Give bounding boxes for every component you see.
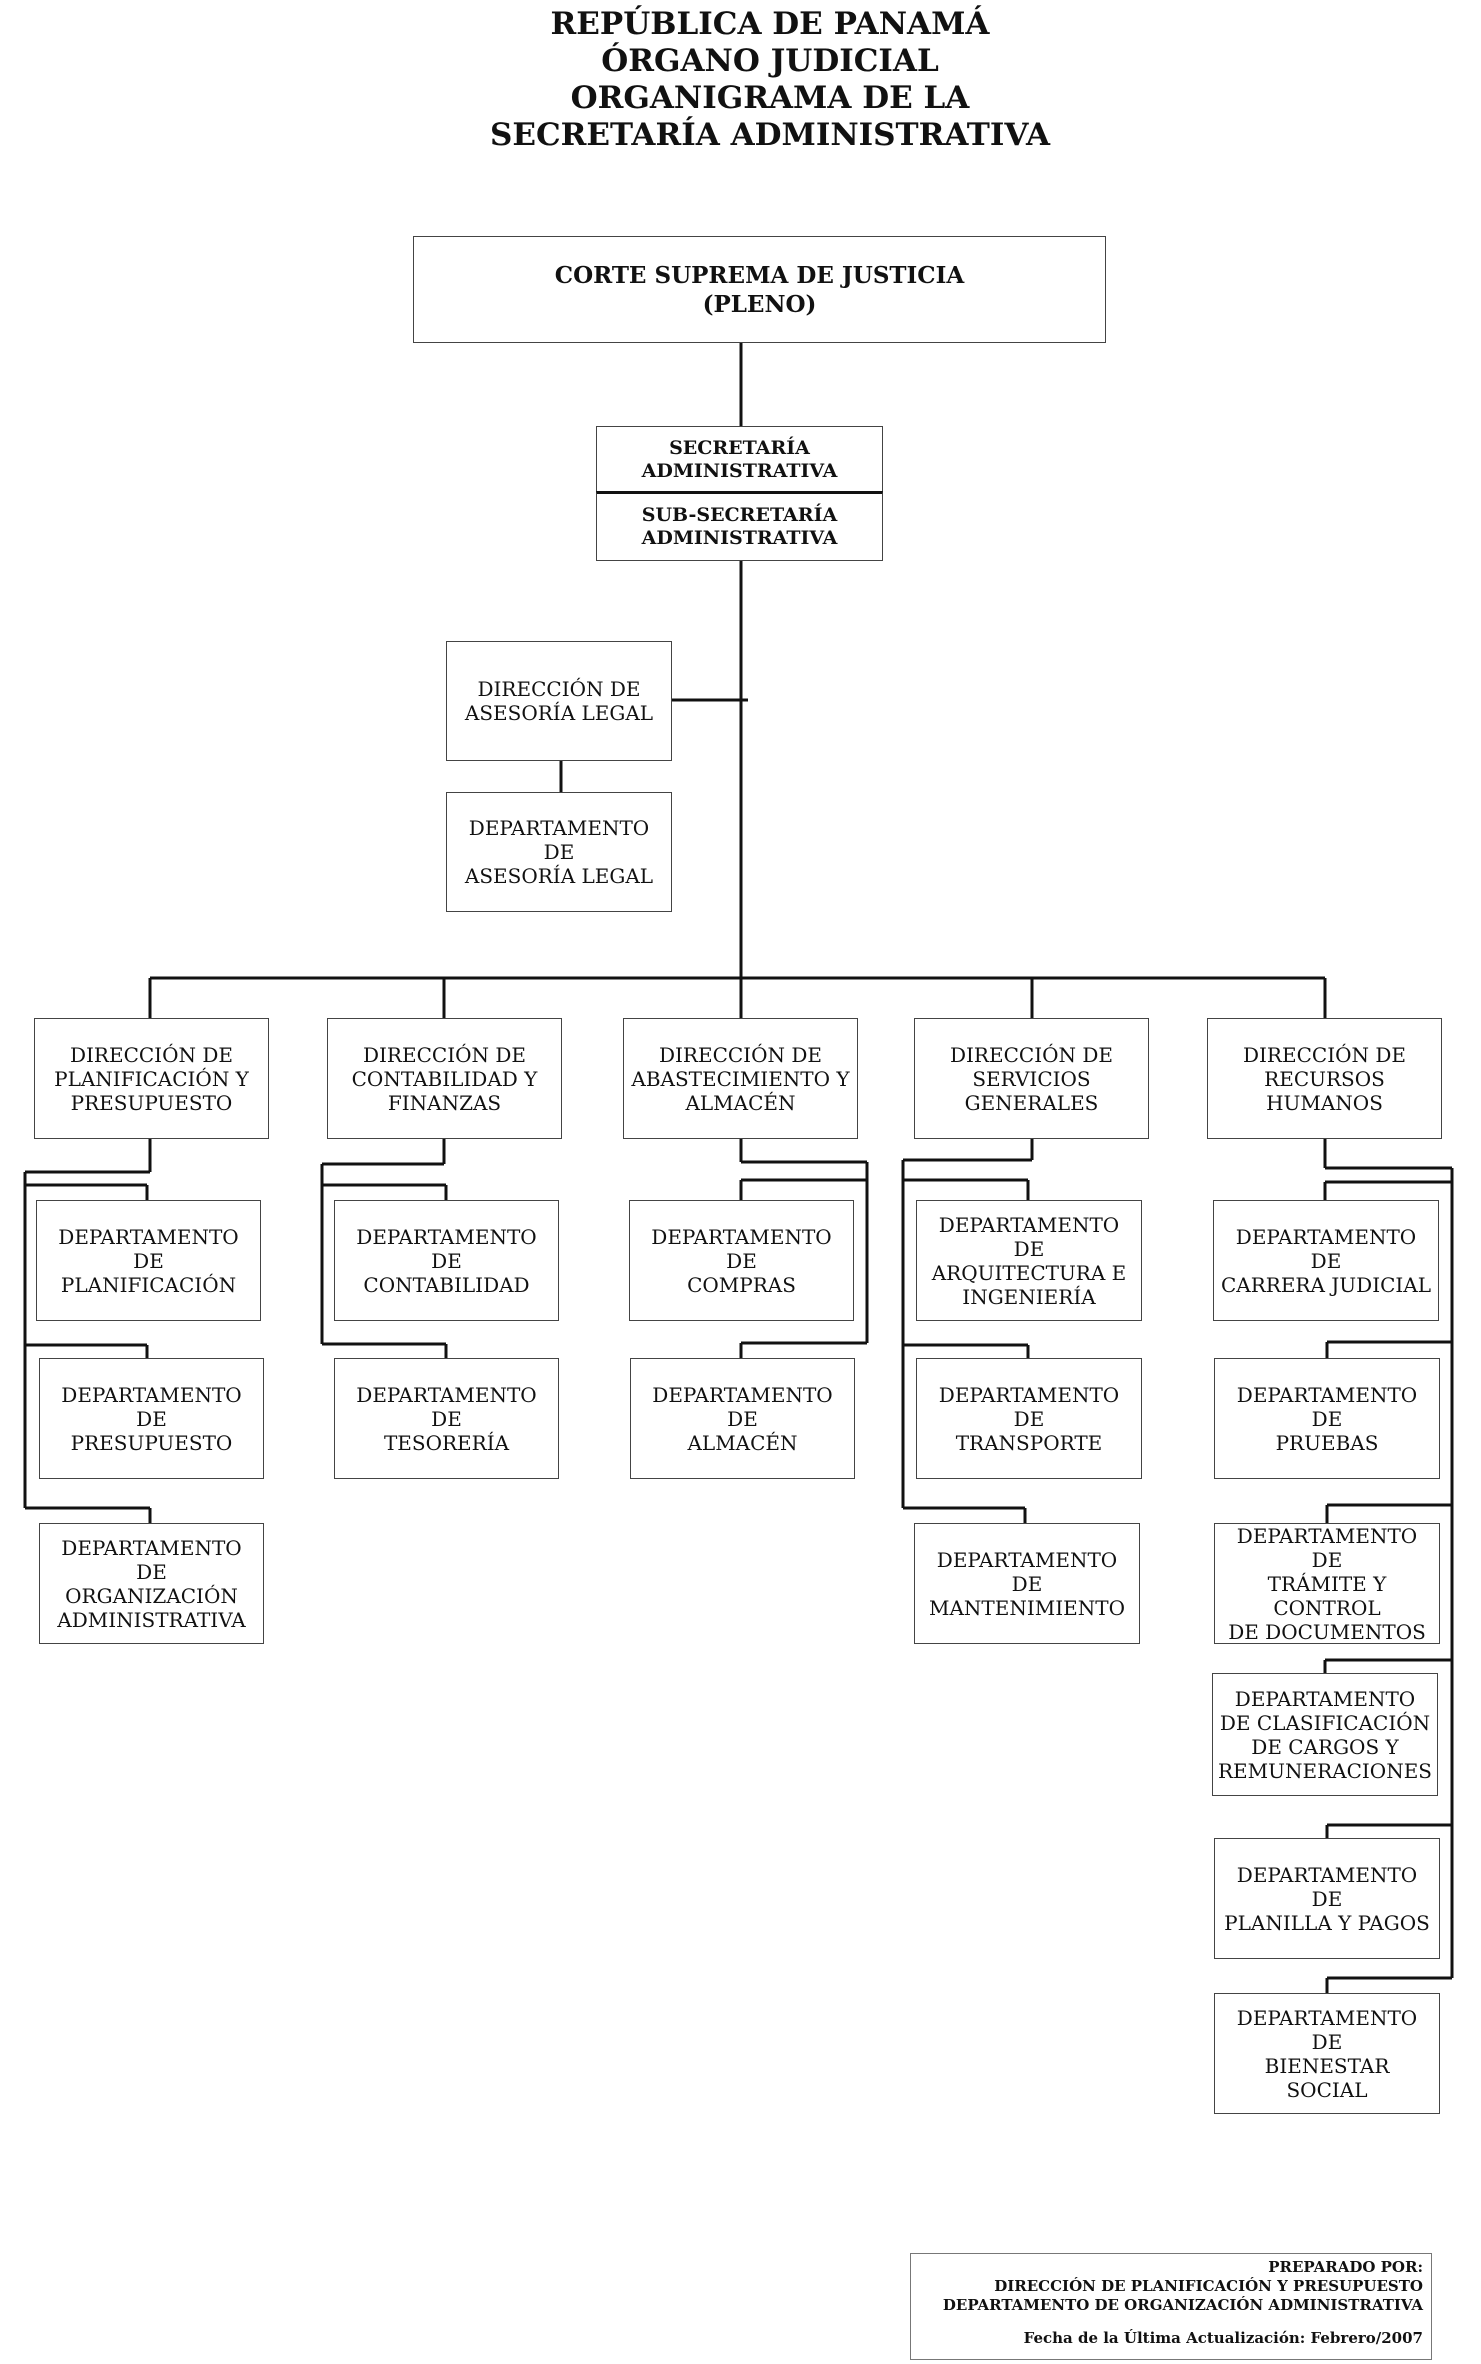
departamento-almacen-label: DEPARTAMENTO DE ALMACÉN bbox=[652, 1382, 833, 1455]
departamento-presupuesto-box: DEPARTAMENTO DE PRESUPUESTO bbox=[39, 1358, 264, 1479]
title-line-1: REPÚBLICA DE PANAMÁ bbox=[550, 6, 990, 42]
direccion-asesoria-legal-box: DIRECCIÓN DE ASESORÍA LEGAL bbox=[446, 641, 672, 761]
direccion-asesoria-legal-label: DIRECCIÓN DE ASESORÍA LEGAL bbox=[464, 677, 654, 725]
departamento-transporte-label: DEPARTAMENTO DE TRANSPORTE bbox=[938, 1382, 1120, 1455]
departamento-tramite-label: DEPARTAMENTO DE TRÁMITE Y CONTROL DE DOC… bbox=[1228, 1523, 1426, 1644]
corte-suprema-label: CORTE SUPREMA DE JUSTICIA (PLENO) bbox=[554, 261, 965, 318]
departamento-organizacion-label: DEPARTAMENTO DE ORGANIZACIÓN ADMINISTRAT… bbox=[57, 1535, 246, 1632]
departamento-planificacion-label: DEPARTAMENTO DE PLANIFICACIÓN bbox=[58, 1224, 239, 1297]
direccion-planificacion-box: DIRECCIÓN DE PLANIFICACIÓN Y PRESUPUESTO bbox=[34, 1018, 269, 1139]
secretaria-box: SECRETARÍA ADMINISTRATIVA bbox=[596, 426, 883, 493]
departamento-tramite-box: DEPARTAMENTO DE TRÁMITE Y CONTROL DE DOC… bbox=[1214, 1523, 1440, 1644]
departamento-mantenimiento-label: DEPARTAMENTO DE MANTENIMIENTO bbox=[929, 1547, 1125, 1620]
title-line-4: SECRETARÍA ADMINISTRATIVA bbox=[489, 117, 1051, 153]
departamento-contabilidad-label: DEPARTAMENTO DE CONTABILIDAD bbox=[356, 1224, 537, 1297]
subsecretaria-box: SUB-SECRETARÍA ADMINISTRATIVA bbox=[596, 491, 883, 561]
departamento-asesoria-legal-label: DEPARTAMENTO DE ASESORÍA LEGAL bbox=[464, 816, 654, 888]
departamento-organizacion-box: DEPARTAMENTO DE ORGANIZACIÓN ADMINISTRAT… bbox=[39, 1523, 264, 1644]
departamento-arquitectura-label: DEPARTAMENTO DE ARQUITECTURA E INGENIERÍ… bbox=[931, 1212, 1127, 1309]
departamento-compras-label: DEPARTAMENTO DE COMPRAS bbox=[651, 1224, 832, 1297]
direccion-contabilidad-label: DIRECCIÓN DE CONTABILIDAD Y FINANZAS bbox=[351, 1042, 538, 1115]
direccion-abastecimiento-box: DIRECCIÓN DE ABASTECIMIENTO Y ALMACÉN bbox=[623, 1018, 858, 1139]
prepared-by-heading: PREPARADO POR: bbox=[1268, 2258, 1423, 2276]
direccion-abastecimiento-label: DIRECCIÓN DE ABASTECIMIENTO Y ALMACÉN bbox=[631, 1042, 850, 1115]
departamento-pruebas-label: DEPARTAMENTO DE PRUEBAS bbox=[1236, 1382, 1418, 1455]
departamento-transporte-box: DEPARTAMENTO DE TRANSPORTE bbox=[916, 1358, 1142, 1479]
direccion-contabilidad-box: DIRECCIÓN DE CONTABILIDAD Y FINANZAS bbox=[327, 1018, 562, 1139]
departamento-tesoreria-label: DEPARTAMENTO DE TESORERÍA bbox=[356, 1382, 537, 1455]
departamento-bienestar-label: DEPARTAMENTO DE BIENESTAR SOCIAL bbox=[1236, 2005, 1418, 2102]
direccion-planificacion-label: DIRECCIÓN DE PLANIFICACIÓN Y PRESUPUESTO bbox=[54, 1042, 249, 1115]
secretaria-label: SECRETARÍA ADMINISTRATIVA bbox=[641, 437, 838, 482]
direccion-recursos-humanos-box: DIRECCIÓN DE RECURSOS HUMANOS bbox=[1207, 1018, 1442, 1139]
departamento-planificacion-box: DEPARTAMENTO DE PLANIFICACIÓN bbox=[36, 1200, 261, 1321]
departamento-carrera-judicial-box: DEPARTAMENTO DE CARRERA JUDICIAL bbox=[1213, 1200, 1439, 1321]
prepared-by-line-2: DEPARTAMENTO DE ORGANIZACIÓN ADMINISTRAT… bbox=[942, 2296, 1423, 2314]
departamento-presupuesto-label: DEPARTAMENTO DE PRESUPUESTO bbox=[61, 1382, 242, 1455]
departamento-pruebas-box: DEPARTAMENTO DE PRUEBAS bbox=[1214, 1358, 1440, 1479]
departamento-compras-box: DEPARTAMENTO DE COMPRAS bbox=[629, 1200, 854, 1321]
corte-suprema-box: CORTE SUPREMA DE JUSTICIA (PLENO) bbox=[413, 236, 1106, 343]
direccion-servicios-generales-box: DIRECCIÓN DE SERVICIOS GENERALES bbox=[914, 1018, 1149, 1139]
chart-title: REPÚBLICA DE PANAMÁ ÓRGANO JUDICIAL ORGA… bbox=[0, 6, 1481, 154]
departamento-planilla-label: DEPARTAMENTO DE PLANILLA Y PAGOS bbox=[1224, 1862, 1430, 1935]
direccion-servicios-generales-label: DIRECCIÓN DE SERVICIOS GENERALES bbox=[950, 1042, 1113, 1115]
prepared-by-line-1: DIRECCIÓN DE PLANIFICACIÓN Y PRESUPUESTO bbox=[994, 2277, 1423, 2295]
departamento-contabilidad-box: DEPARTAMENTO DE CONTABILIDAD bbox=[334, 1200, 559, 1321]
departamento-clasificacion-box: DEPARTAMENTO DE CLASIFICACIÓN DE CARGOS … bbox=[1212, 1673, 1438, 1796]
departamento-planilla-box: DEPARTAMENTO DE PLANILLA Y PAGOS bbox=[1214, 1838, 1440, 1959]
departamento-asesoria-legal-box: DEPARTAMENTO DE ASESORÍA LEGAL bbox=[446, 792, 672, 912]
departamento-tesoreria-box: DEPARTAMENTO DE TESORERÍA bbox=[334, 1358, 559, 1479]
prepared-by-footer: PREPARADO POR: DIRECCIÓN DE PLANIFICACIÓ… bbox=[910, 2253, 1432, 2360]
departamento-almacen-box: DEPARTAMENTO DE ALMACÉN bbox=[630, 1358, 855, 1479]
title-line-3: ORGANIGRAMA DE LA bbox=[570, 80, 970, 116]
direccion-recursos-humanos-label: DIRECCIÓN DE RECURSOS HUMANOS bbox=[1243, 1042, 1406, 1115]
departamento-arquitectura-box: DEPARTAMENTO DE ARQUITECTURA E INGENIERÍ… bbox=[916, 1200, 1142, 1321]
departamento-bienestar-box: DEPARTAMENTO DE BIENESTAR SOCIAL bbox=[1214, 1993, 1440, 2114]
last-update-date: Fecha de la Última Actualización: Febrer… bbox=[1023, 2329, 1423, 2347]
subsecretaria-label: SUB-SECRETARÍA ADMINISTRATIVA bbox=[641, 504, 838, 549]
departamento-mantenimiento-box: DEPARTAMENTO DE MANTENIMIENTO bbox=[914, 1523, 1140, 1644]
title-line-2: ÓRGANO JUDICIAL bbox=[601, 43, 939, 79]
departamento-clasificacion-label: DEPARTAMENTO DE CLASIFICACIÓN DE CARGOS … bbox=[1218, 1686, 1432, 1783]
departamento-carrera-judicial-label: DEPARTAMENTO DE CARRERA JUDICIAL bbox=[1220, 1224, 1432, 1297]
